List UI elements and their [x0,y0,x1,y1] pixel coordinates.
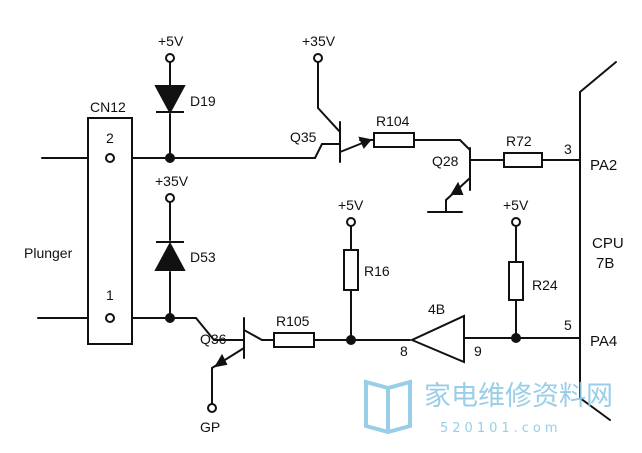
q35-emitter-arrow [358,136,372,149]
label-r16: R16 [364,263,390,279]
junction-pin2-node [165,153,175,163]
cpu-top-break [579,61,617,93]
label-d53-supply: +35V [155,173,189,189]
junction-r24-node [511,333,521,343]
label-plunger: Plunger [24,245,73,261]
resistor-r105 [273,332,315,348]
resistor-r104 [373,132,415,148]
label-d53: D53 [190,249,216,265]
label-pa4: PA4 [590,333,617,350]
cpu-bottom-break [579,397,611,421]
label-r105: R105 [276,313,310,329]
label-pa4-num: 5 [564,317,572,333]
label-r104: R104 [376,113,410,129]
label-r72: R72 [506,133,532,149]
label-r24: R24 [532,277,558,293]
watermark-url: 520101.com [440,421,562,436]
buffer-4b-triangle [409,314,465,364]
q36-emitter-arrow [213,353,228,368]
terminal-r24-supply [511,217,521,227]
watermark: 家电维修资料网 520101.com [364,379,613,436]
junction-r16-node [346,335,356,345]
label-r16-supply: +5V [338,197,364,213]
label-q28: Q28 [432,153,459,169]
label-d19: D19 [190,93,216,109]
wire-q28-base-lead [459,139,471,151]
q36-collector [243,329,263,341]
label-buffer: 4B [428,301,445,317]
label-q35: Q35 [290,129,317,145]
connector-cn12-body [87,117,133,345]
resistor-r24 [508,261,524,301]
watermark-text: 家电维修资料网 [424,381,613,412]
terminal-r16-supply [346,217,356,227]
resistor-r72 [503,152,543,168]
label-cpu-name: CPU [592,235,624,252]
label-q35-supply: +35V [302,33,336,49]
terminal-gp [207,403,217,413]
label-d19-supply: +5V [158,33,184,49]
wire-q36-base [195,317,215,341]
label-buffer-out-pin: 9 [474,343,482,359]
label-pa2-num: 3 [564,141,572,157]
resistor-r16 [343,249,359,291]
connector-pin1-terminal [105,313,115,323]
label-q36: Q36 [200,331,227,347]
q28-emitter-arrow [450,181,464,195]
connector-pin2-terminal [105,153,115,163]
diode-d19 [154,85,186,115]
label-pa2: PA2 [590,157,617,174]
diode-d53 [154,241,186,271]
book-logo-icon [364,379,412,435]
label-gp: GP [200,419,220,435]
terminal-q35-supply [313,53,323,63]
label-connector: CN12 [90,99,126,115]
label-pin2: 2 [106,130,114,146]
terminal-d53-supply [165,193,175,203]
q35-collector [317,107,341,133]
label-pin1: 1 [106,287,114,303]
wire-q35-base-lead [314,143,323,159]
junction-pin1-node [165,313,175,323]
label-buffer-in-pin: 8 [400,343,408,359]
label-cpu-model: 7B [596,255,614,272]
terminal-d19-supply [165,53,175,63]
label-r24-supply: +5V [503,197,529,213]
